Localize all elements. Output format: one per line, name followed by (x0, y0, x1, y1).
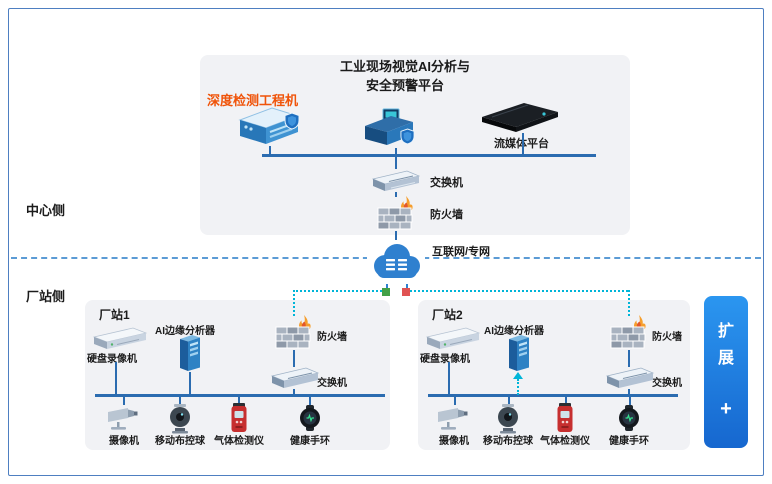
health-wristband-label: 健康手环 (609, 436, 649, 447)
connector-line (454, 397, 456, 405)
dvr-icon (92, 326, 148, 352)
streaming-platform-device-icon (478, 97, 562, 135)
station-firewall-label: 防火墙 (317, 332, 347, 343)
connector-line (269, 146, 271, 154)
ai-edge-label: AI边缘分析器 (155, 326, 215, 337)
expand-plus-icon: + (720, 398, 732, 421)
connector-line (395, 157, 397, 169)
connector-line (522, 133, 524, 154)
center-bus-line (262, 154, 596, 157)
expand-box: 扩展 + (704, 296, 748, 448)
dashed-uplink-arrowhead (513, 372, 523, 379)
ai-edge-analyzer-icon (177, 334, 203, 372)
health-wristband-icon (297, 405, 323, 431)
deep-detection-server-icon (236, 100, 300, 150)
station-firewall-label: 防火墙 (652, 332, 682, 343)
deep-detection-label: 深度检测工程机 (207, 93, 299, 108)
health-wristband-label: 健康手环 (290, 436, 330, 447)
expand-label: 扩展 (717, 323, 734, 368)
station-2-title: 厂站2 (432, 308, 463, 322)
diagram-border (8, 8, 764, 476)
connector-line (309, 397, 311, 405)
camera-icon (437, 405, 471, 431)
dotted-link-left (296, 290, 382, 292)
center-zone (200, 55, 630, 235)
dotted-link-left-drop (293, 290, 295, 316)
gas-detector-label: 气体检测仪 (214, 436, 264, 447)
center-switch-icon (371, 168, 421, 194)
ai-platform-server-icon (362, 104, 416, 150)
station-switch-label: 交换机 (317, 378, 347, 389)
center-side-label: 中心侧 (26, 203, 66, 218)
network-node-red (402, 288, 410, 296)
station-1-title: 厂站1 (99, 308, 130, 322)
connector-line (386, 280, 388, 288)
dvr-label: 硬盘录像机 (87, 354, 137, 365)
center-firewall-icon (377, 195, 415, 231)
dotted-link-right-drop (628, 290, 630, 316)
station-firewall-icon (275, 314, 313, 350)
camera-icon (107, 405, 141, 431)
ptz-dome-camera-label: 移动布控球 (483, 436, 533, 447)
streaming-platform-label: 流媒体平台 (494, 135, 549, 151)
station-bus-line (428, 394, 678, 397)
station-firewall-icon (610, 314, 648, 350)
connector-line (565, 397, 567, 405)
station-side-label: 厂站侧 (26, 289, 66, 304)
connector-line (123, 397, 125, 405)
security-shield-icon (400, 128, 415, 145)
internet-label: 互联网/专网 (432, 246, 491, 258)
connector-line (115, 362, 117, 395)
connector-line (238, 397, 240, 405)
connector-line (629, 397, 631, 405)
ptz-dome-camera-label: 移动布控球 (155, 436, 205, 447)
connector-line (395, 231, 397, 242)
camera-label: 摄像机 (439, 436, 469, 447)
connector-line (628, 389, 630, 395)
connector-line (448, 362, 450, 395)
dashed-uplink-line (517, 379, 519, 395)
connector-line (293, 389, 295, 395)
connector-line (406, 280, 408, 288)
station-1-zone: 厂站1 硬盘录像机 AI边缘分析器 (85, 300, 390, 450)
connector-line (395, 148, 397, 154)
center-firewall-label: 防火墙 (430, 209, 463, 221)
center-switch-label: 交换机 (430, 177, 463, 189)
gas-detector-label: 气体检测仪 (540, 436, 590, 447)
connector-line (179, 397, 181, 405)
platform-title: 工业现场视觉AI分析与安全预警平台 (340, 59, 471, 93)
health-wristband-icon (616, 405, 642, 431)
connector-line (395, 192, 397, 197)
camera-label: 摄像机 (109, 436, 139, 447)
connector-line (628, 350, 630, 367)
dvr-label: 硬盘录像机 (420, 354, 470, 365)
station-bus-line (95, 394, 385, 397)
internet-cloud-icon (367, 240, 425, 284)
ai-edge-analyzer-icon (506, 334, 532, 372)
connector-line (189, 372, 191, 395)
gas-detector-icon (229, 402, 249, 434)
station-switch-label: 交换机 (652, 378, 682, 389)
ptz-dome-camera-icon (495, 404, 521, 434)
security-shield-icon (284, 112, 300, 130)
dvr-icon (425, 326, 481, 352)
network-node-green (382, 288, 390, 296)
connector-line (293, 350, 295, 367)
ai-edge-label: AI边缘分析器 (484, 326, 544, 337)
station-switch-icon (605, 365, 655, 391)
station-switch-icon (270, 365, 320, 391)
dotted-link-right (410, 290, 628, 292)
connector-line (508, 397, 510, 405)
gas-detector-icon (555, 402, 575, 434)
ptz-dome-camera-icon (167, 404, 193, 434)
station-2-zone: 厂站2 硬盘录像机 AI边缘分析器 (418, 300, 690, 450)
